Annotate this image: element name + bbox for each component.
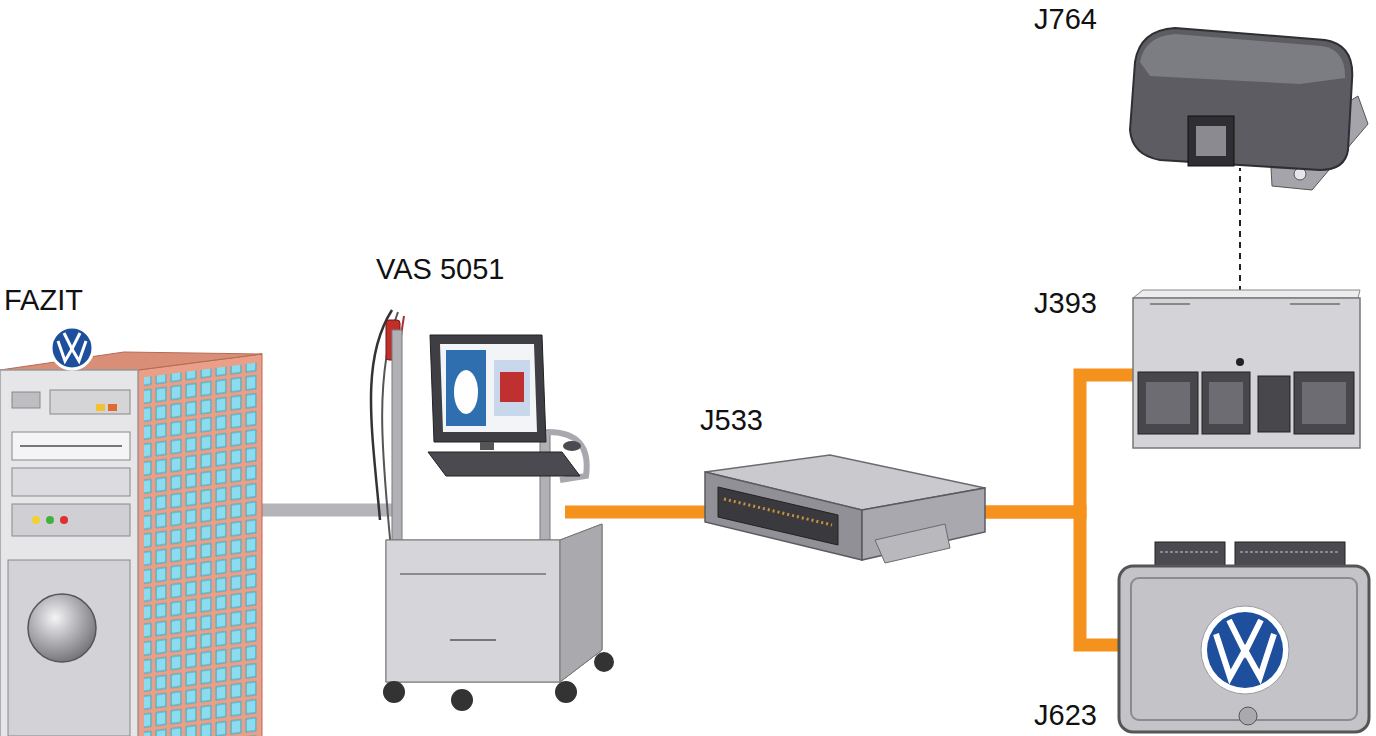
server-light: [32, 516, 40, 524]
ecu-connector-ribs: [1160, 551, 1220, 553]
module-connector-pins: [1146, 382, 1190, 424]
module-connector: [1294, 372, 1354, 434]
tester-screen-panel: [446, 350, 486, 426]
module-connector: [718, 487, 838, 545]
tester-screen-figure: [454, 370, 478, 414]
engine-ecu-illustration: [1119, 542, 1369, 732]
part-label: VAS 5051: [376, 254, 504, 284]
ecu-connector-ribs: [1240, 551, 1340, 553]
cart-drawer-line: [400, 573, 546, 575]
ecu-housing: [1119, 566, 1369, 732]
gateway-node: J533: [705, 455, 987, 563]
ecu-screw: [1239, 707, 1257, 725]
tester-node: VAS 5051: [370, 300, 620, 710]
lock-module-illustration: [1130, 28, 1368, 190]
server-windows: [144, 362, 258, 736]
server-drive: [12, 432, 130, 460]
tester-screen-figure: [500, 372, 524, 402]
server-light: [46, 516, 54, 524]
tester-screen: [440, 344, 537, 432]
vw-logo-mark: [1216, 634, 1274, 677]
module-connector: [1202, 372, 1250, 434]
server-drive-slot: [20, 445, 122, 447]
tester-mouse: [563, 441, 581, 451]
module-body: [1133, 298, 1360, 448]
cart-pole: [540, 430, 550, 545]
server-light: [96, 404, 105, 411]
server-side: [138, 354, 262, 736]
part-label: J533: [700, 405, 763, 435]
server-illustration: [0, 327, 262, 736]
module-connector: [1258, 376, 1290, 432]
server-light: [108, 404, 117, 411]
ecu-node: J623: [1118, 540, 1372, 734]
cart-wheel: [555, 681, 577, 703]
server-front-face: [0, 370, 138, 736]
ecu-housing-rim: [1131, 578, 1357, 720]
module-connector: [1138, 372, 1198, 434]
connector-pins: [724, 499, 832, 525]
part-label: J623: [1034, 700, 1097, 730]
vw-logo: [1207, 612, 1283, 688]
part-label: J393: [1034, 288, 1097, 318]
bus-line: [977, 512, 1120, 645]
tester-screen-panel: [494, 360, 530, 416]
module-node: J764: [1128, 25, 1368, 193]
module-tab: [875, 524, 950, 563]
bus-line: [977, 375, 1135, 512]
module-connector: [1188, 116, 1234, 166]
cart-cabinet-front: [386, 540, 560, 682]
module-connector-pins: [1196, 126, 1226, 156]
tester-keyboard: [428, 452, 580, 476]
vw-logo-mark: [58, 341, 86, 361]
module-detail: [1150, 303, 1190, 305]
gateway-illustration: [705, 455, 985, 563]
comfort-module-illustration: [1133, 290, 1360, 448]
tester-screen-frame: [430, 335, 546, 442]
server-light: [60, 516, 68, 524]
server-node: FAZIT: [0, 340, 265, 736]
server-panel: [12, 392, 40, 408]
cart-wheel: [383, 681, 405, 703]
tester-illustration: [371, 310, 614, 711]
server-speaker-panel: [8, 560, 130, 736]
server-top-face: [0, 352, 262, 370]
bus-line: [565, 506, 715, 519]
module-detail: [1290, 303, 1340, 305]
part-label: J764: [1034, 4, 1097, 34]
module-connector-pins: [1209, 382, 1243, 424]
module-node: J393: [1133, 290, 1360, 448]
server-panel: [50, 390, 130, 414]
module-front: [705, 472, 862, 560]
server-drive: [12, 468, 130, 496]
cart-drawer-handle: [450, 639, 496, 641]
cart-wheel: [451, 689, 473, 711]
module-dot: [1236, 358, 1244, 366]
vw-logo: [51, 327, 93, 369]
module-top: [1133, 290, 1360, 298]
cart-pole: [392, 330, 402, 545]
module-housing: [1130, 28, 1352, 170]
module-housing-top: [1140, 34, 1345, 84]
server-speaker: [28, 594, 96, 662]
sub-bus-line: [1239, 168, 1241, 292]
module-connector-pins: [1302, 382, 1346, 424]
cart-wheel: [594, 652, 614, 672]
cart-cabinet: [386, 524, 602, 682]
server-panel: [12, 504, 130, 536]
server-side-face: [138, 354, 262, 736]
vw-logo: [1201, 606, 1289, 694]
part-label: FAZIT: [4, 285, 83, 315]
tester-stand: [480, 442, 494, 450]
network-cable: [260, 504, 395, 517]
